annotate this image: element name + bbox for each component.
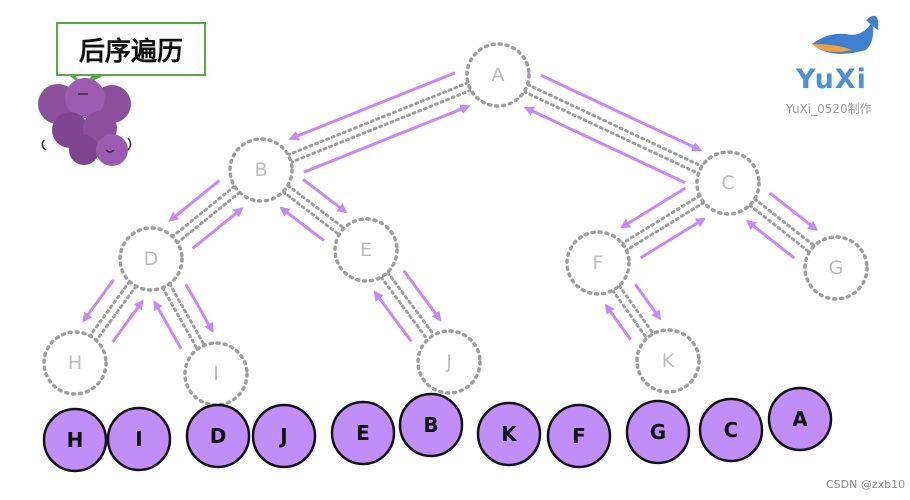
edge-E-J <box>379 275 429 341</box>
tree-node-label: G <box>829 257 844 279</box>
edge-C-F <box>620 194 702 245</box>
edge-D-H <box>95 284 138 342</box>
tree-node-label: F <box>593 252 604 274</box>
tree-edges <box>88 81 816 351</box>
edge-A-B <box>286 81 470 157</box>
arrow-down-E-J <box>402 269 442 322</box>
sequence-node-label: G <box>650 420 666 444</box>
edge-C-G <box>748 203 811 254</box>
arrow-up-I-D <box>153 300 183 350</box>
arrow-up-H-D <box>111 299 144 344</box>
edge-B-D <box>176 191 241 245</box>
credit-text: CSDN @zxb10 <box>826 478 906 491</box>
sequence-node-D: D <box>185 403 251 469</box>
tree-node-G: G <box>803 235 869 301</box>
edge-F-K <box>611 289 649 340</box>
edge-A-C <box>526 83 704 168</box>
sequence-node-A: A <box>767 386 833 452</box>
tree-node-E: E <box>333 217 399 283</box>
edge-B-E <box>281 190 341 236</box>
tree-node-label: E <box>360 239 372 261</box>
sequence-node-label: B <box>423 413 438 437</box>
tree-node-I: I <box>183 341 249 407</box>
tree-node-H: H <box>42 330 108 396</box>
tree-node-label: C <box>721 172 734 194</box>
grape-mascot-icon <box>38 69 132 166</box>
tree-node-label: I <box>213 363 219 385</box>
tree-node-F: F <box>565 230 631 296</box>
logo-subtitle: YuXi_0520制作 <box>786 102 872 116</box>
tree-node-K: K <box>635 328 701 394</box>
arrow-up-G-C <box>745 220 796 260</box>
edge-B-E <box>286 184 346 230</box>
arrow-up-D-B <box>191 207 244 250</box>
tree-node-label: H <box>68 352 82 374</box>
tree-nodes: A B C D E F G H I J K <box>42 42 869 407</box>
sequence-node-J: J <box>251 403 317 469</box>
arrow-down-A-B <box>288 71 456 141</box>
sequence-node-E: E <box>330 400 396 466</box>
sequence-node-F: F <box>546 403 612 469</box>
arrow-up-F-C <box>639 217 706 260</box>
edge-E-J <box>386 271 436 337</box>
arrow-up-E-B <box>279 206 325 242</box>
arrow-up-C-A <box>523 106 686 185</box>
sequence-node-label: F <box>572 424 586 448</box>
sequence-node-label: D <box>210 424 227 448</box>
arrow-down-B-D <box>168 179 221 222</box>
arrow-down-D-H <box>82 278 115 323</box>
tree-node-label: B <box>254 159 267 181</box>
tree-node-label: D <box>144 248 159 270</box>
edge-D-I <box>168 282 206 347</box>
edge-D-I <box>161 286 199 351</box>
sequence-node-C: C <box>698 397 764 463</box>
arrow-down-B-E <box>302 178 348 214</box>
edge-D-H <box>88 280 131 338</box>
sequence-node-label: A <box>792 407 808 431</box>
sequence-node-label: I <box>135 427 142 451</box>
arrow-down-C-F <box>620 186 687 229</box>
sequence-node-I: I <box>106 406 172 472</box>
tree-node-C: C <box>695 150 761 216</box>
edge-C-F <box>624 201 706 252</box>
tree-node-label: K <box>662 350 675 372</box>
sequence-node-K: K <box>476 401 542 467</box>
logo-name: YuXi <box>796 64 867 95</box>
sequence-node-B: B <box>398 392 464 458</box>
edge-C-G <box>753 197 816 248</box>
sequence-node-label: E <box>356 421 370 445</box>
traversal-arrows <box>82 71 819 350</box>
arrow-up-K-F <box>604 303 632 341</box>
tree-node-A: A <box>465 42 531 108</box>
tree-node-label: J <box>445 351 452 373</box>
edge-F-K <box>617 284 655 335</box>
edge-A-C <box>522 90 700 175</box>
tree-node-J: J <box>416 329 482 395</box>
sequence-node-H: H <box>42 407 108 473</box>
edge-A-B <box>289 88 473 164</box>
tree-node-D: D <box>118 226 184 292</box>
sequence-node-label: C <box>724 418 739 442</box>
sequence-node-label: H <box>67 428 84 452</box>
tree-node-B: B <box>228 137 294 203</box>
edge-B-D <box>171 184 236 238</box>
arrow-up-J-E <box>373 290 413 343</box>
arrow-up-B-A <box>303 104 471 174</box>
arrow-down-F-K <box>634 283 662 321</box>
page-title: 后序遍历 <box>56 22 206 76</box>
arrow-down-A-C <box>540 73 703 152</box>
whale-logo-icon <box>812 15 879 54</box>
arrow-down-D-I <box>184 283 214 333</box>
tree-node-label: A <box>492 64 505 86</box>
arrow-down-C-G <box>768 191 819 231</box>
sequence-node-label: K <box>501 422 518 446</box>
sequence-node-label: J <box>278 424 287 448</box>
sequence-node-G: G <box>625 399 691 465</box>
